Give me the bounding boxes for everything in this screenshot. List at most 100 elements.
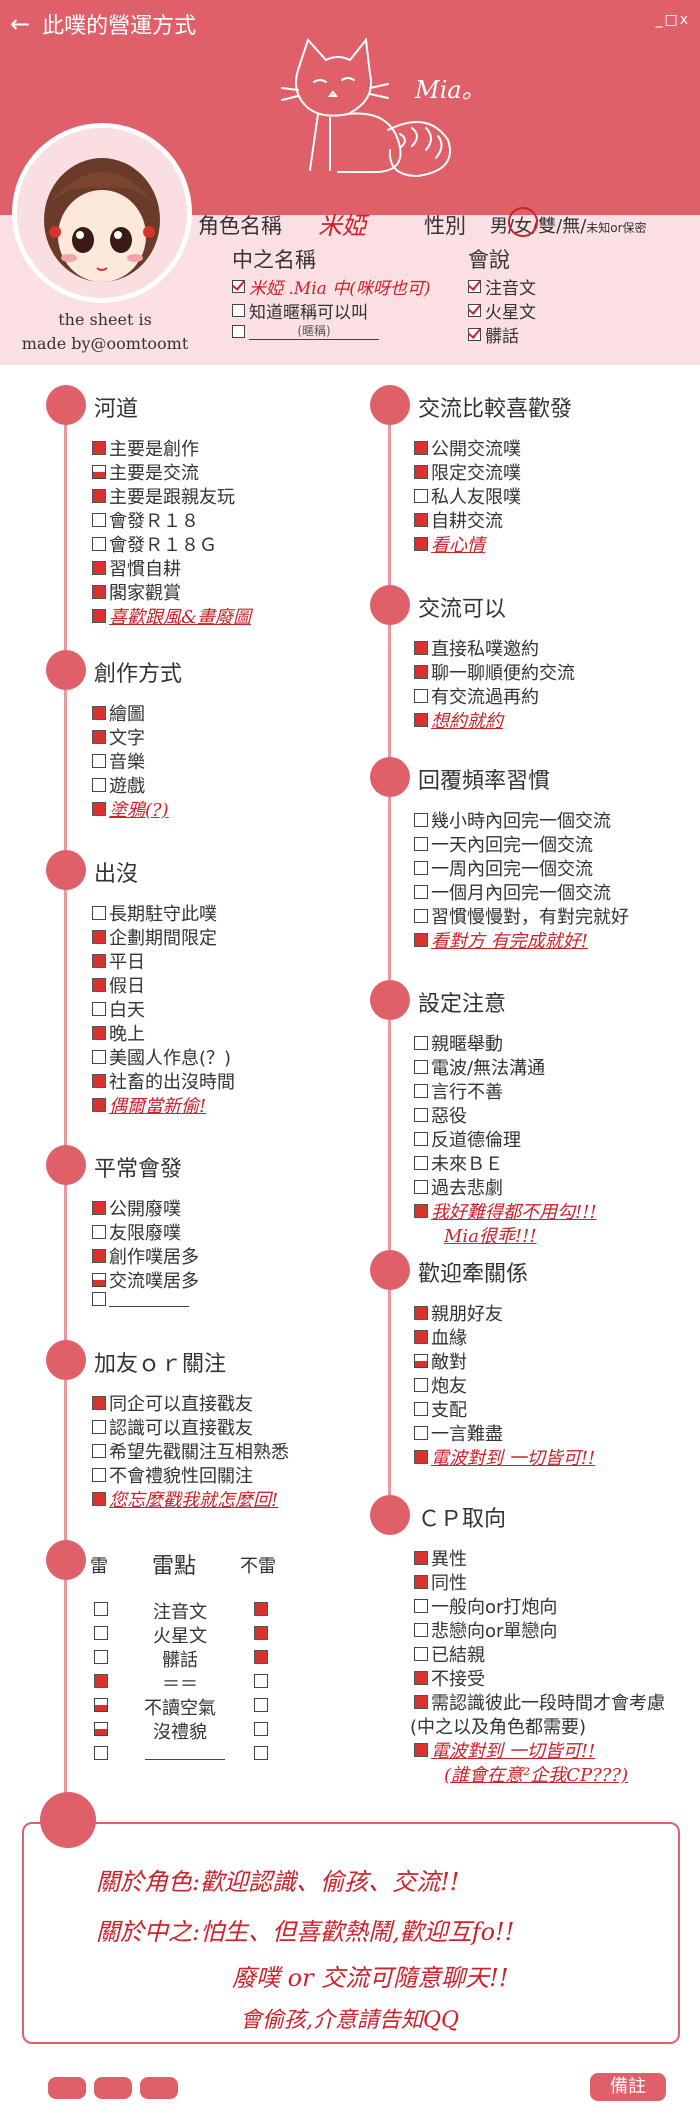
- item-checkbox[interactable]: [92, 1201, 106, 1215]
- window-controls[interactable]: _□x: [655, 12, 690, 28]
- item-checkbox[interactable]: [414, 1108, 428, 1122]
- zhong-line-1-checkbox[interactable]: [232, 280, 245, 293]
- list-item[interactable]: 悲戀向or單戀向: [414, 1617, 557, 1643]
- item-checkbox[interactable]: [414, 1450, 428, 1464]
- list-item[interactable]: (誰會在意²企我CP???): [444, 1761, 628, 1787]
- list-item[interactable]: 主要是創作: [92, 435, 199, 461]
- list-item[interactable]: Mia很乖!!!: [444, 1222, 537, 1248]
- list-item[interactable]: [92, 1291, 189, 1307]
- item-checkbox[interactable]: [92, 1273, 106, 1287]
- item-checkbox[interactable]: [92, 513, 106, 527]
- list-item[interactable]: 不接受: [414, 1665, 485, 1691]
- list-item[interactable]: 美國人作息(？): [92, 1044, 231, 1070]
- item-checkbox[interactable]: [414, 1695, 428, 1709]
- list-item[interactable]: 需認識彼此一段時間才會考慮: [414, 1689, 665, 1715]
- list-item[interactable]: 假日: [92, 972, 145, 998]
- list-item[interactable]: 想約就約: [414, 707, 503, 733]
- list-item[interactable]: 您忘麼戳我就怎麼回!: [92, 1486, 278, 1512]
- item-checkbox[interactable]: [92, 1468, 106, 1482]
- item-checkbox[interactable]: [414, 1671, 428, 1685]
- list-item[interactable]: 文字: [92, 724, 145, 750]
- item-checkbox[interactable]: [414, 1402, 428, 1416]
- list-item[interactable]: 晚上: [92, 1020, 145, 1046]
- list-item[interactable]: 私人友限噗: [414, 483, 521, 509]
- item-checkbox[interactable]: [414, 1743, 428, 1757]
- item-checkbox[interactable]: [414, 1084, 428, 1098]
- back-arrow-icon[interactable]: ←: [10, 10, 31, 38]
- item-checkbox[interactable]: [92, 1050, 106, 1064]
- list-item[interactable]: 聊一聊順便約交流: [414, 659, 575, 685]
- item-checkbox[interactable]: [92, 489, 106, 503]
- list-item[interactable]: 會發Ｒ１８Ｇ: [92, 531, 217, 557]
- lang-item-2-checkbox[interactable]: [468, 328, 481, 341]
- thunder-right-checkbox[interactable]: [254, 1746, 268, 1760]
- item-checkbox[interactable]: [414, 465, 428, 479]
- item-checkbox[interactable]: [92, 609, 106, 623]
- list-item[interactable]: 不會禮貌性回關注: [92, 1462, 253, 1488]
- list-item[interactable]: 塗鴉(?): [92, 796, 169, 822]
- list-item[interactable]: 電波對到 一切皆可!!: [414, 1737, 595, 1763]
- list-item[interactable]: 電波/無法溝通: [414, 1054, 545, 1080]
- item-checkbox[interactable]: [414, 1378, 428, 1392]
- item-checkbox[interactable]: [414, 1330, 428, 1344]
- item-checkbox[interactable]: [414, 489, 428, 503]
- list-item[interactable]: 會發Ｒ１８: [92, 507, 199, 533]
- thunder-right-checkbox[interactable]: [254, 1602, 268, 1616]
- list-item[interactable]: 主要是跟親友玩: [92, 483, 235, 509]
- list-item[interactable]: 閣家觀賞: [92, 579, 181, 605]
- thunder-left-checkbox[interactable]: [94, 1722, 108, 1736]
- list-item[interactable]: 習慣自耕: [92, 555, 181, 581]
- item-checkbox[interactable]: [414, 933, 428, 947]
- thunder-left-checkbox[interactable]: [94, 1698, 108, 1712]
- item-checkbox[interactable]: [414, 641, 428, 655]
- list-item[interactable]: 敵對: [414, 1348, 467, 1374]
- thunder-right-checkbox[interactable]: [254, 1698, 268, 1712]
- list-item[interactable]: 一言難盡: [414, 1420, 503, 1446]
- thunder-left-checkbox[interactable]: [94, 1626, 108, 1640]
- list-item[interactable]: 企劃期間限定: [92, 924, 217, 950]
- item-checkbox[interactable]: [92, 1074, 106, 1088]
- list-item[interactable]: 言行不善: [414, 1078, 503, 1104]
- item-checkbox[interactable]: [414, 813, 428, 827]
- item-checkbox[interactable]: [414, 1132, 428, 1146]
- thunder-left-checkbox[interactable]: [94, 1602, 108, 1616]
- item-checkbox[interactable]: [92, 1026, 106, 1040]
- item-checkbox[interactable]: [92, 1098, 106, 1112]
- list-item[interactable]: 未來ＢＥ: [414, 1150, 503, 1176]
- item-checkbox[interactable]: [92, 978, 106, 992]
- thunder-left-checkbox[interactable]: [94, 1674, 108, 1688]
- remark-button[interactable]: 備註: [590, 2073, 666, 2101]
- list-item[interactable]: 我好難得都不用勾!!!: [414, 1198, 597, 1224]
- item-checkbox[interactable]: [92, 1225, 106, 1239]
- item-checkbox[interactable]: [414, 513, 428, 527]
- item-checkbox[interactable]: [92, 1420, 106, 1434]
- item-checkbox[interactable]: [92, 1002, 106, 1016]
- item-checkbox[interactable]: [414, 689, 428, 703]
- list-item[interactable]: 親朋好友: [414, 1300, 503, 1326]
- list-item[interactable]: 一個月內回完一個交流: [414, 879, 611, 905]
- thunder-right-checkbox[interactable]: [254, 1650, 268, 1664]
- list-item[interactable]: 公開廢噗: [92, 1195, 181, 1221]
- item-checkbox[interactable]: [414, 885, 428, 899]
- list-item[interactable]: 偶爾當新偷!: [92, 1092, 206, 1118]
- footer-pill-2[interactable]: [94, 2077, 132, 2099]
- zhong-line-2[interactable]: 知道暱稱可以叫: [232, 298, 368, 323]
- item-checkbox[interactable]: [414, 537, 428, 551]
- list-item[interactable]: 直接私噗邀約: [414, 635, 539, 661]
- list-item[interactable]: 創作噗居多: [92, 1243, 199, 1269]
- item-checkbox[interactable]: [92, 706, 106, 720]
- list-item[interactable]: 社畜的出沒時間: [92, 1068, 235, 1094]
- list-item[interactable]: 認識可以直接戳友: [92, 1414, 253, 1440]
- item-checkbox[interactable]: [92, 1444, 106, 1458]
- list-item[interactable]: 交流噗居多: [92, 1267, 199, 1293]
- item-checkbox[interactable]: [414, 1647, 428, 1661]
- item-checkbox[interactable]: [414, 1623, 428, 1637]
- item-checkbox[interactable]: [92, 802, 106, 816]
- item-checkbox[interactable]: [414, 1575, 428, 1589]
- item-checkbox[interactable]: [414, 665, 428, 679]
- item-checkbox[interactable]: [414, 1306, 428, 1320]
- item-checkbox[interactable]: [414, 441, 428, 455]
- item-checkbox[interactable]: [414, 1426, 428, 1440]
- item-checkbox[interactable]: [92, 906, 106, 920]
- item-checkbox[interactable]: [414, 1599, 428, 1613]
